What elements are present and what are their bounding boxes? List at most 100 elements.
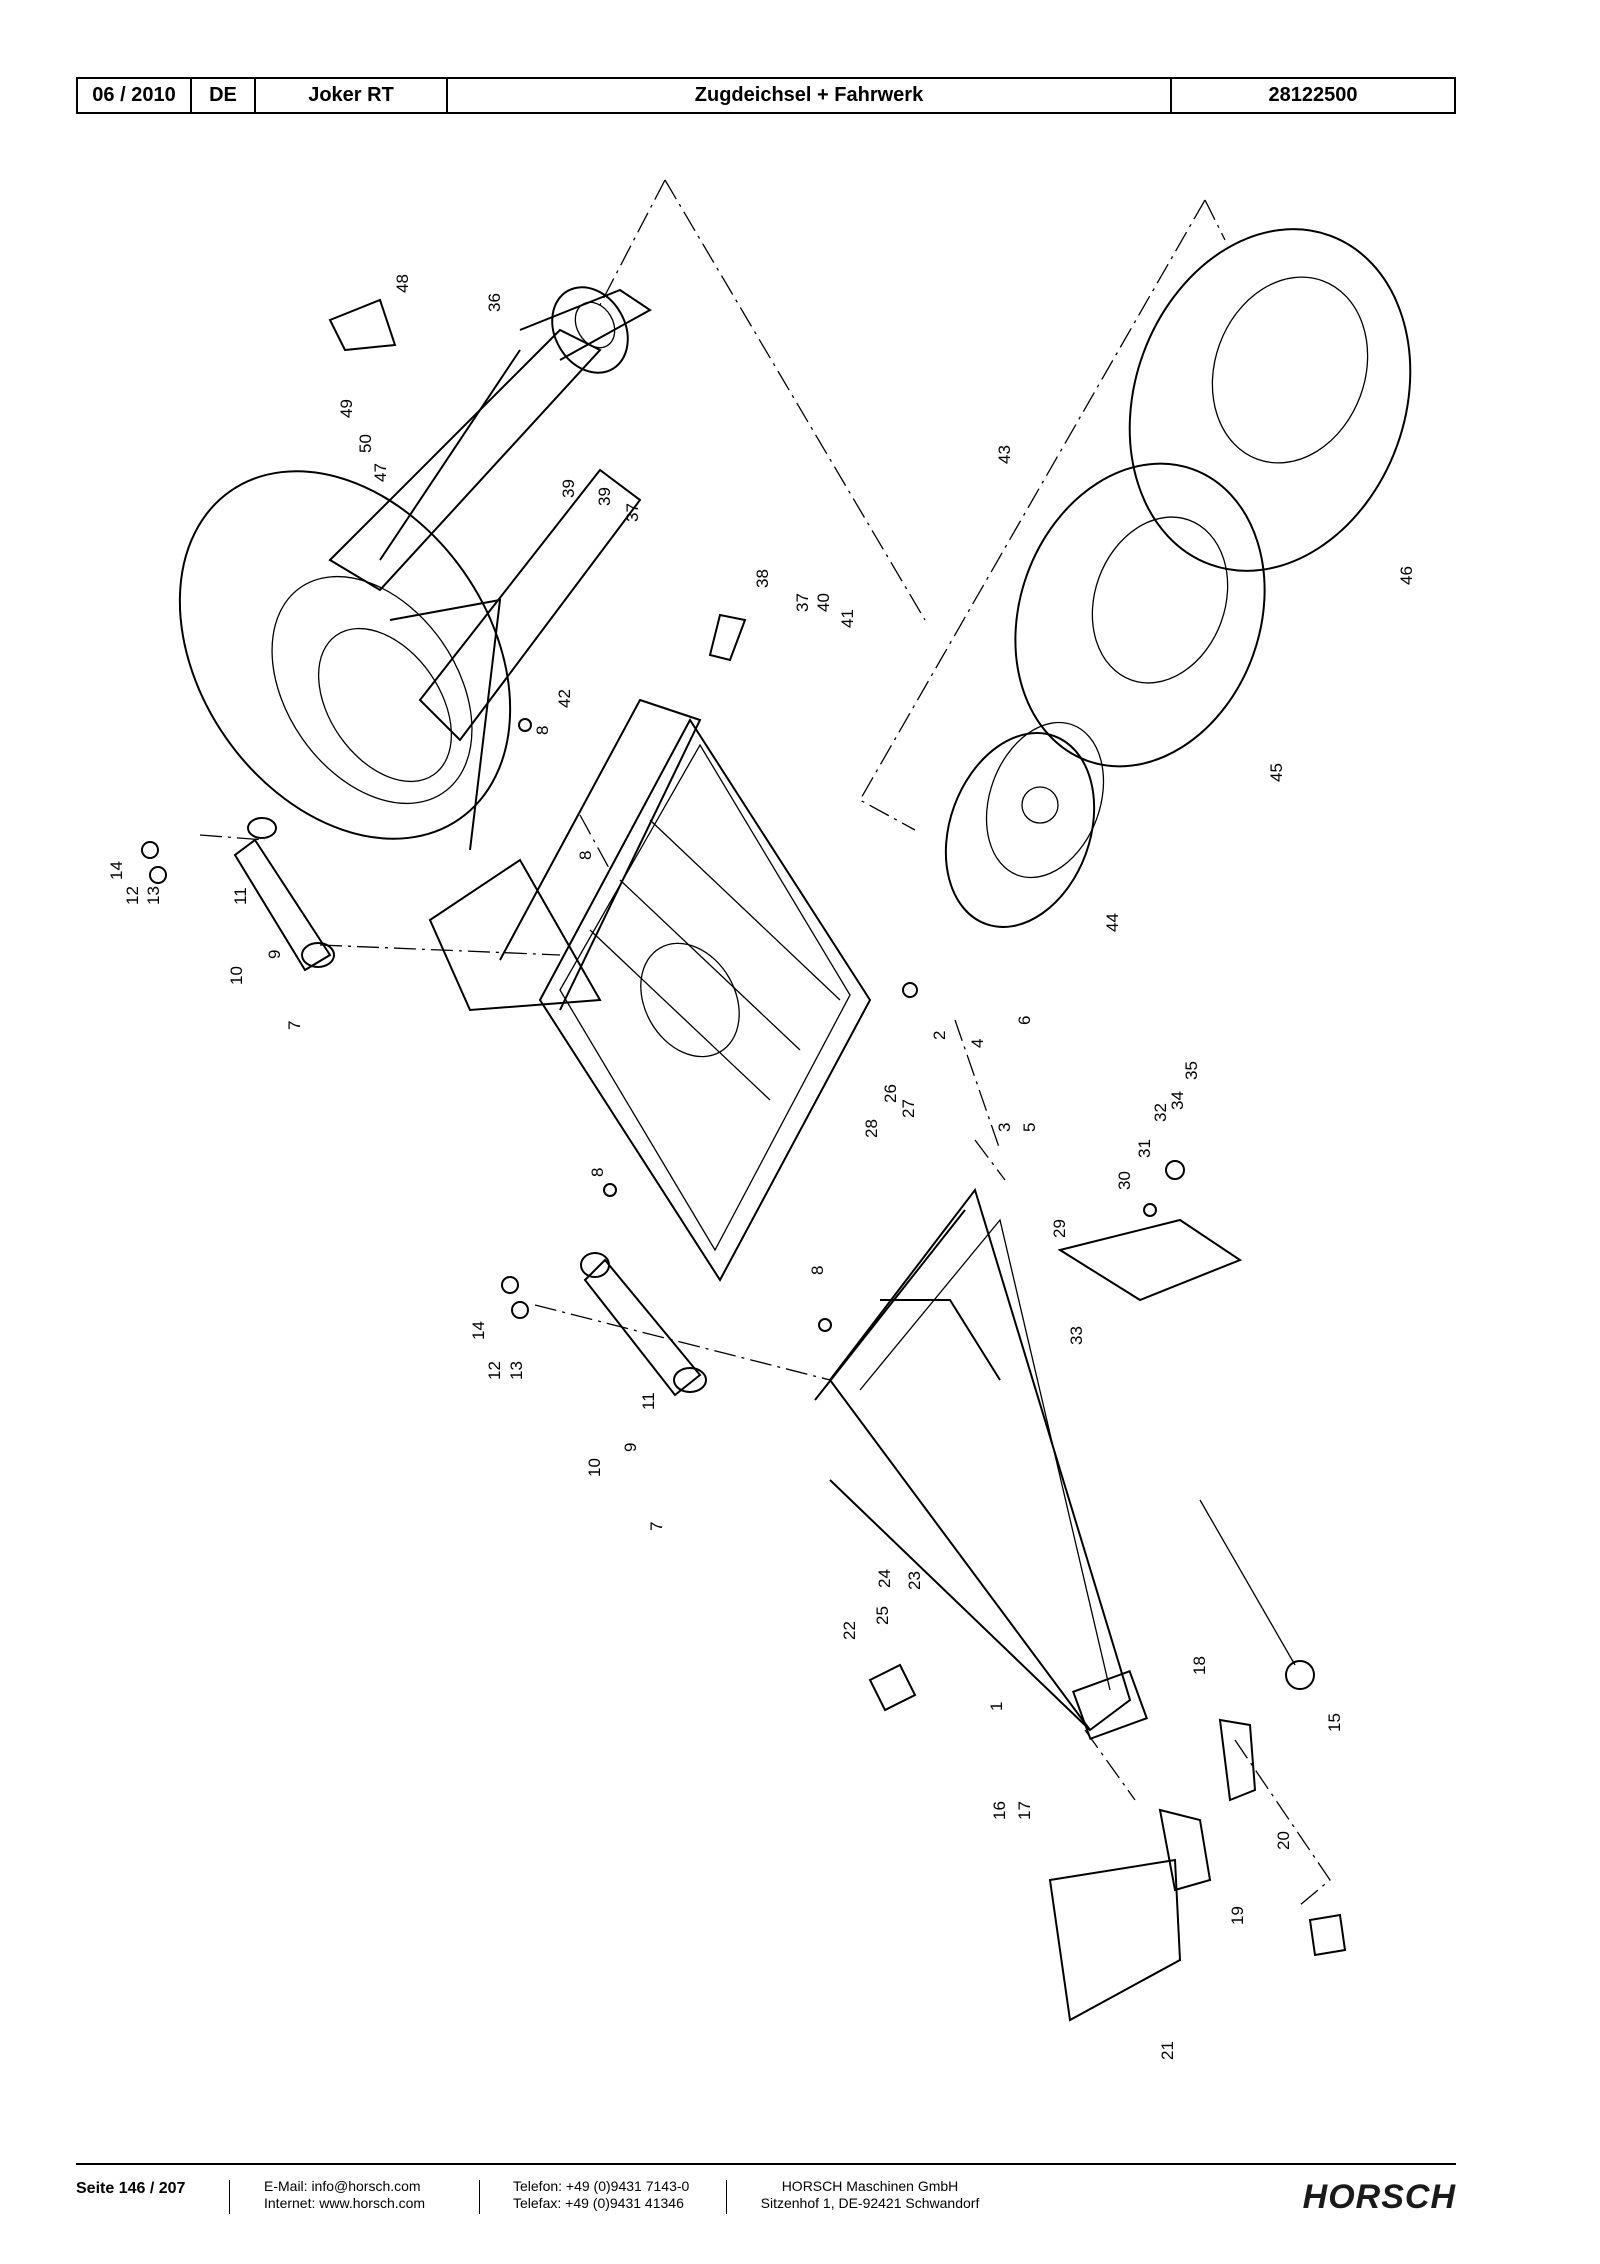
small-parts-drawing [141, 298, 1347, 2022]
label-37-lower: 37 [793, 593, 812, 612]
label-11-upper: 11 [231, 887, 250, 905]
label-8-a: 8 [533, 726, 552, 735]
label-19: 19 [1228, 1906, 1247, 1925]
label-31: 31 [1135, 1139, 1154, 1158]
label-5: 5 [1020, 1123, 1039, 1132]
label-39-b: 39 [595, 487, 614, 506]
footer-phone: Telefon: +49 (0)9431 7143-0 [513, 2178, 690, 2194]
label-14-upper: 14 [107, 861, 126, 880]
label-25: 25 [873, 1606, 892, 1625]
bracket-29-drawing [1057, 1218, 1243, 1302]
footer-separator [726, 2180, 727, 2214]
label-10-upper: 10 [227, 966, 246, 985]
label-29: 29 [1050, 1219, 1069, 1238]
label-33: 33 [1067, 1326, 1086, 1345]
tyre-45-drawing [1014, 462, 1266, 768]
cylinder-lower-drawing [580, 1252, 707, 1397]
label-20: 20 [1274, 1831, 1293, 1850]
label-13-upper: 13 [144, 886, 163, 905]
label-4: 4 [968, 1039, 987, 1048]
label-36: 36 [485, 293, 504, 312]
label-12-lower: 12 [485, 1361, 504, 1380]
label-49: 49 [337, 399, 356, 418]
plate-22-drawing [868, 1663, 917, 1712]
document-footer: Seite 146 / 207 E-Mail: info@horsch.com … [76, 2178, 1456, 2228]
label-32: 32 [1151, 1103, 1170, 1122]
label-34: 34 [1168, 1091, 1187, 1110]
chain-15-drawing [1199, 1499, 1296, 1666]
footer-fax: Telefax: +49 (0)9431 41346 [513, 2195, 684, 2211]
label-40: 40 [814, 593, 833, 612]
label-8-b: 8 [576, 851, 595, 860]
label-8-c: 8 [588, 1168, 607, 1177]
label-35: 35 [1182, 1061, 1201, 1080]
footer-contact-web: E-Mail: info@horsch.com Internet: www.ho… [264, 2178, 425, 2212]
label-21: 21 [1158, 2041, 1177, 2060]
plate-19-drawing [1158, 1808, 1212, 1892]
label-47: 47 [371, 463, 390, 482]
label-44: 44 [1103, 913, 1122, 932]
plate-small-drawing [1308, 1913, 1347, 1957]
label-41: 41 [838, 609, 857, 628]
left-wheel-drawing [178, 470, 512, 840]
label-14-lower: 14 [469, 1321, 488, 1340]
header-model: Joker RT [256, 79, 448, 112]
part-labels: 1 2 3 4 5 6 7 7 8 8 8 8 9 9 10 10 11 11 … [107, 274, 1416, 2060]
rim-44-drawing [944, 721, 1105, 928]
axle-drawing [328, 286, 652, 851]
label-45: 45 [1267, 763, 1286, 782]
drawbar-drawing [814, 1187, 1149, 1741]
label-1: 1 [987, 1702, 1006, 1711]
label-18: 18 [1190, 1656, 1209, 1675]
tyre-46-drawing [1128, 228, 1412, 572]
clamp-38-drawing [708, 613, 747, 662]
label-9-upper: 9 [265, 950, 284, 959]
footer-email: E-Mail: info@horsch.com [264, 2178, 421, 2194]
label-17: 17 [1015, 1801, 1034, 1820]
footer-internet: Internet: www.horsch.com [264, 2195, 426, 2211]
label-7-lower: 7 [647, 1522, 666, 1531]
document-header: 06 / 2010 DE Joker RT Zugdeichsel + Fahr… [76, 77, 1456, 114]
cylinder-line-upper [199, 814, 611, 956]
horsch-logo: HORSCH [1302, 2178, 1456, 2216]
label-37-upper: 37 [623, 503, 642, 522]
label-24: 24 [875, 1569, 894, 1588]
footer-separator [229, 2180, 230, 2214]
main-frame-drawing [428, 698, 872, 1282]
label-2: 2 [930, 1031, 949, 1040]
label-30: 30 [1115, 1171, 1134, 1190]
footer-divider [76, 2163, 1456, 2165]
label-8-d: 8 [808, 1266, 827, 1275]
label-50: 50 [356, 434, 375, 453]
footer-contact-phone: Telefon: +49 (0)9431 7143-0 Telefax: +49… [513, 2178, 689, 2212]
wedge-48-drawing [328, 298, 397, 352]
hitch-21-drawing [1048, 1858, 1182, 2022]
label-43: 43 [995, 445, 1014, 464]
header-title: Zugdeichsel + Fahrwerk [448, 79, 1172, 112]
footer-address: Sitzenhof 1, DE-92421 Schwandorf [760, 2195, 980, 2211]
label-22: 22 [840, 1621, 859, 1640]
cylinder-upper-drawing [233, 817, 335, 972]
axle-assembly-line [599, 179, 926, 621]
label-26: 26 [881, 1084, 900, 1103]
label-27: 27 [899, 1099, 918, 1118]
header-language: DE [192, 79, 256, 112]
label-42: 42 [555, 689, 574, 708]
label-12-upper: 12 [123, 886, 142, 905]
label-7-upper: 7 [285, 1021, 304, 1030]
label-11-lower: 11 [639, 1392, 658, 1410]
label-46: 46 [1397, 566, 1416, 585]
label-13-lower: 13 [507, 1361, 526, 1380]
header-date: 06 / 2010 [78, 79, 192, 112]
cylinder-line-lower [534, 1139, 1006, 1381]
footer-company: HORSCH Maschinen GmbH [781, 2178, 959, 2194]
header-doc-number: 28122500 [1268, 84, 1358, 106]
label-39-a: 39 [559, 479, 578, 498]
wheel-group-line [859, 199, 1226, 831]
label-23: 23 [905, 1571, 924, 1590]
label-28: 28 [862, 1119, 881, 1138]
footer-company-block: HORSCH Maschinen GmbH Sitzenhof 1, DE-92… [760, 2178, 980, 2212]
label-3: 3 [995, 1123, 1014, 1132]
plate-20-drawing [1218, 1718, 1257, 1802]
footer-separator [479, 2180, 480, 2214]
